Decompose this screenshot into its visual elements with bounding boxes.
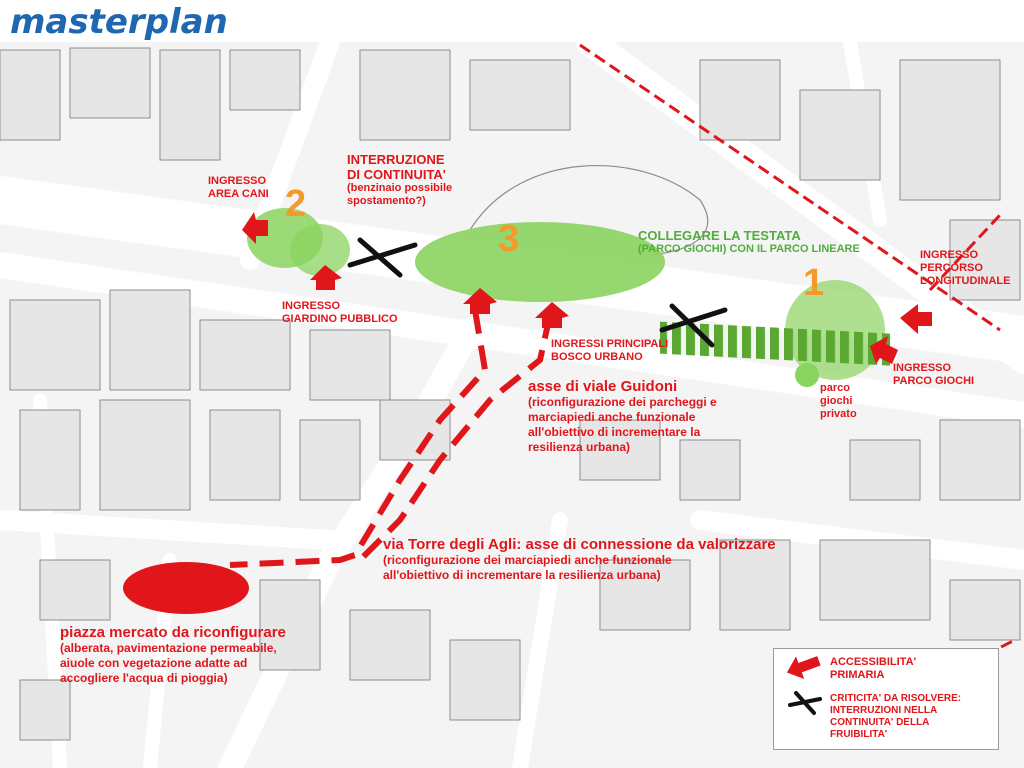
label-asse-guidoni: asse di viale Guidoni (riconfigurazione … [528, 378, 717, 454]
legend-cross-icon [788, 691, 822, 715]
legend-accessibilita: ACCESSIBILITA' PRIMARIA [830, 656, 917, 681]
label-ingressi-principali: INGRESSI PRINCIPALI BOSCO URBANO [551, 338, 669, 363]
label-via-torre-agli: via Torre degli Agli: asse di connession… [383, 536, 776, 582]
park-boundary [469, 164, 709, 256]
cross-icon [347, 237, 728, 348]
railway-line [579, 43, 1001, 332]
legend: ACCESSIBILITA' PRIMARIA CRITICITA' DA RI… [773, 648, 999, 750]
label-ingresso-area-cani: INGRESSO AREA CANI [208, 175, 269, 200]
piazza-mercato [123, 562, 249, 614]
label-collegare-testata: COLLEGARE LA TESTATA (PARCO GIOCHI) CON … [638, 228, 860, 255]
legend-arrow-icon [786, 656, 821, 679]
zone-number-2: 2 [285, 183, 307, 225]
label-piazza-mercato: piazza mercato da riconfigurare (alberat… [60, 624, 286, 685]
legend-criticita: CRITICITA' DA RISOLVERE: INTERRUZIONI NE… [830, 693, 962, 740]
zone-number-3: 3 [498, 218, 520, 260]
label-parco-giochi-privato: parco giochi privato [820, 382, 857, 420]
label-ingresso-parco-giochi: INGRESSO PARCO GIOCHI [893, 362, 975, 387]
label-ingresso-percorso: INGRESSO PERCORSO LONGITUDINALE [920, 249, 1011, 287]
zone-number-1: 1 [803, 262, 825, 304]
arrow-icon [242, 212, 932, 364]
label-ingresso-giardino: INGRESSO GIARDINO PUBBLICO [282, 300, 398, 325]
connection-axes [229, 309, 553, 568]
label-interruzione: INTERRUZIONE DI CONTINUITA' (benzinaio p… [347, 152, 453, 207]
page-title: masterplan [10, 2, 228, 42]
green-areas [247, 208, 890, 387]
